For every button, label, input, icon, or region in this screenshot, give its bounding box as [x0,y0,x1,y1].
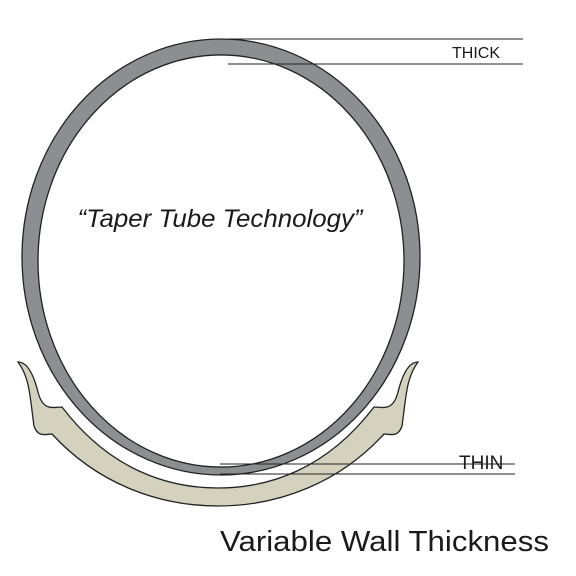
thick-label: THICK [452,45,500,62]
thin-label: THIN [459,453,503,474]
diagram-caption: Variable Wall Thickness [220,526,549,558]
center-title: “Taper Tube Technology” [78,205,365,233]
wheel-rim [16,361,420,507]
inner-tube [21,38,421,476]
